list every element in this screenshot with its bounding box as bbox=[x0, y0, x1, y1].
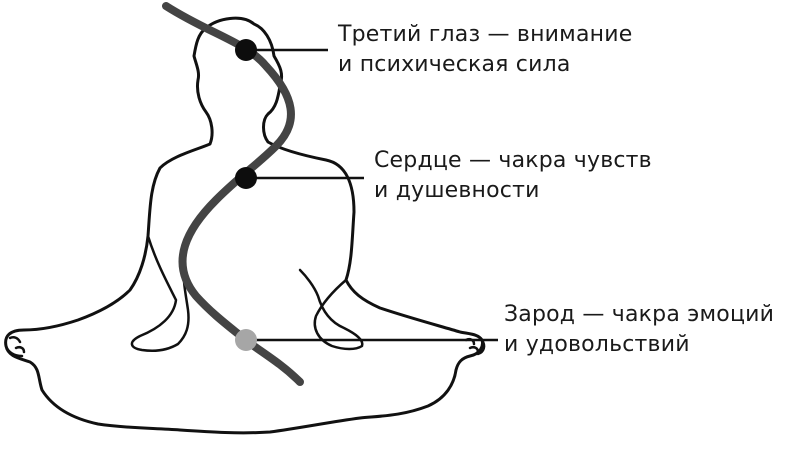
chakra-label-line: и удовольствий bbox=[504, 332, 690, 357]
chakra-label-third-eye: Третий глаз — внимание и психическая сил… bbox=[338, 20, 632, 80]
left-foot-outline bbox=[4, 335, 26, 358]
chakra-label-line: Зарод — чакра эмоций bbox=[504, 302, 775, 327]
energy-channel-line bbox=[162, 2, 304, 386]
chakra-point-zarod bbox=[235, 329, 257, 351]
chakra-label-line: Третий глаз — внимание bbox=[338, 22, 633, 47]
chakra-label-line: Сердце — чакра чувств bbox=[374, 148, 652, 173]
chakra-label-zarod: Зарод — чакра эмоций и удовольствий bbox=[504, 300, 774, 360]
chakra-point-third-eye bbox=[235, 39, 257, 61]
chakra-label-line: и психическая сила bbox=[338, 52, 571, 77]
chakra-label-heart: Сердце — чакра чувств и душевности bbox=[374, 146, 652, 206]
chakra-point-heart bbox=[235, 167, 257, 189]
body-outline bbox=[4, 16, 484, 435]
right-arm-outline bbox=[298, 268, 364, 351]
left-arm-outline bbox=[130, 234, 190, 352]
chakra-label-line: и душевности bbox=[374, 178, 540, 203]
